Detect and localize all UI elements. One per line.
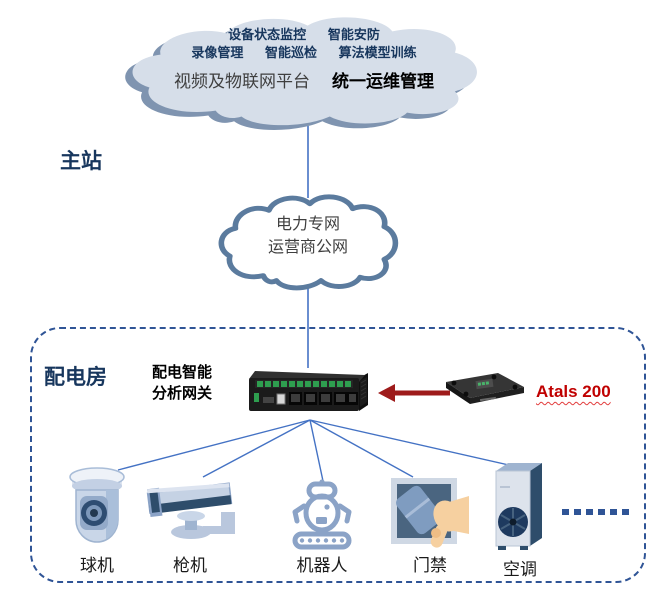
distribution-room-box — [30, 327, 646, 583]
dot — [622, 509, 629, 515]
dot — [610, 509, 617, 515]
service-device-monitoring: 设备状态监控 — [228, 27, 307, 42]
gateway-device-image — [249, 371, 368, 411]
air-conditioner-label: 空调 — [503, 560, 537, 579]
gateway-label-line1: 配电智能 — [152, 364, 213, 381]
dome-camera-icon — [69, 467, 125, 543]
service-smart-security: 智能安防 — [327, 27, 380, 42]
robot-icon — [292, 479, 352, 550]
platform-cloud-text: 设备状态监控 智能安防 录像管理 智能巡检 算法模型训练 视频及物联网平台 统一运… — [120, 26, 488, 94]
atals-label: Atals 200 — [536, 382, 611, 401]
service-inspection: 智能巡检 — [264, 45, 317, 60]
more-devices-dots — [562, 509, 629, 515]
dot — [574, 509, 581, 515]
gateway-label-line2: 分析网关 — [152, 385, 213, 402]
dot — [598, 509, 605, 515]
service-recording: 录像管理 — [191, 45, 244, 60]
platform-name: 视频及物联网平台 — [174, 72, 310, 91]
distribution-room-label: 配电房 — [44, 366, 107, 389]
dot — [586, 509, 593, 515]
platform-cloud-shape — [125, 17, 477, 130]
network-line1: 电力专网 — [275, 216, 340, 233]
gateway-ports — [254, 392, 358, 405]
access-control-icon — [391, 478, 469, 548]
service-model-training: 算法模型训练 — [338, 45, 417, 60]
platform-row: 视频及物联网平台 统一运维管理 — [120, 70, 488, 94]
bullet-camera-icon — [146, 482, 235, 539]
ops-name: 统一运维管理 — [332, 72, 434, 91]
hand-shape — [430, 496, 469, 548]
atals-device-image — [446, 373, 524, 404]
network-cloud-outline — [218, 194, 399, 291]
atals-chip — [475, 378, 494, 390]
network-line2: 运营商公网 — [267, 239, 348, 256]
network-cloud-text: 电力专网 运营商公网 — [215, 213, 401, 259]
cloud-services-row1: 设备状态监控 智能安防 — [120, 26, 488, 44]
network-cloud-shape — [218, 194, 399, 291]
dome-camera-label: 球机 — [80, 556, 114, 575]
cloud-services-row2: 录像管理 智能巡检 算法模型训练 — [120, 44, 488, 62]
bullet-camera-label: 枪机 — [173, 556, 207, 575]
main-station-label: 主站 — [60, 150, 102, 173]
robot-label: 机器人 — [296, 556, 348, 575]
air-conditioner-icon — [495, 463, 542, 550]
cloud-body — [132, 17, 477, 126]
dot — [562, 509, 569, 515]
gateway-label: 配电智能 分析网关 — [152, 362, 212, 404]
terminal-blocks — [255, 380, 353, 388]
access-control-label: 门禁 — [413, 556, 447, 575]
